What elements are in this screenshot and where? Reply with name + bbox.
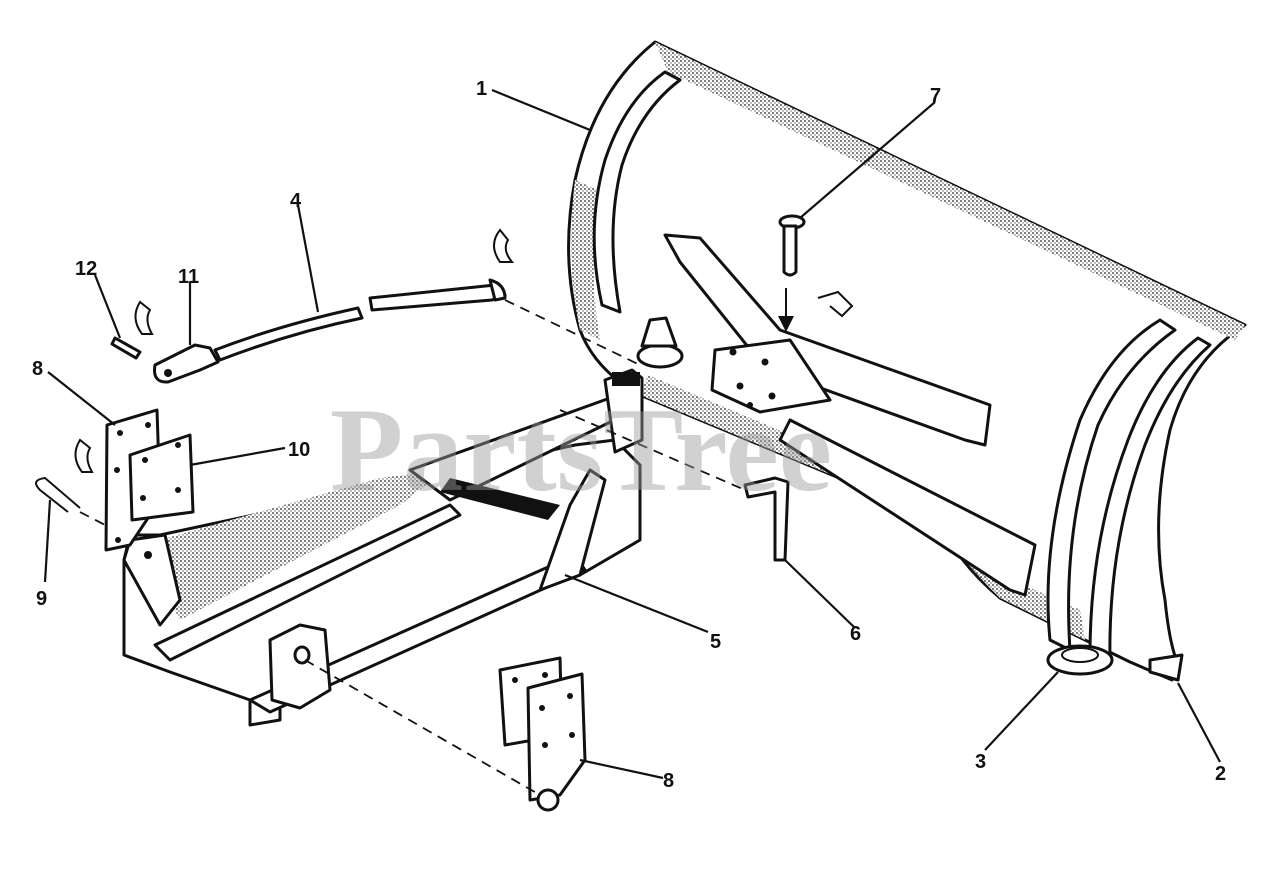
mounting-plate-10 [128, 433, 195, 522]
watermark: PartsTree [330, 383, 832, 516]
hair-pin-rod [493, 228, 515, 263]
callout-6: 6 [850, 623, 861, 645]
callout-2: 2 [1215, 763, 1226, 785]
lift-rod [213, 278, 507, 362]
bent-pin-9 [35, 476, 81, 513]
skid-shoe-left [636, 316, 684, 369]
callout-11: 11 [178, 266, 199, 288]
hair-pin-blade [817, 290, 854, 318]
blade-pivot-arm [663, 233, 992, 447]
push-frame [122, 368, 644, 727]
cutting-edge-tip [1148, 653, 1184, 682]
clevis [153, 343, 220, 384]
callout-3: 3 [975, 751, 986, 773]
plow-blade [567, 40, 1247, 682]
callout-5: 5 [710, 631, 721, 653]
clevis-pin [110, 336, 142, 360]
mounting-plate-8-lower [498, 656, 587, 812]
pin-6 [743, 476, 790, 562]
callout-10: 10 [288, 439, 310, 461]
hair-pin-clevis [134, 300, 154, 335]
callout-12: 12 [75, 258, 97, 280]
callout-7: 7 [930, 85, 941, 107]
skid-shoe-right [1046, 644, 1114, 676]
callout-1: 1 [476, 78, 487, 100]
callout-8-upper: 8 [32, 358, 43, 380]
hair-pin-left-plate [74, 438, 94, 473]
pin-7 [778, 214, 806, 277]
callout-9: 9 [36, 588, 47, 610]
callout-8-lower: 8 [663, 770, 674, 792]
arrow-icon [778, 288, 794, 332]
alignment-lines [79, 299, 746, 796]
leader-lines [43, 88, 1221, 780]
callout-4: 4 [290, 190, 302, 212]
